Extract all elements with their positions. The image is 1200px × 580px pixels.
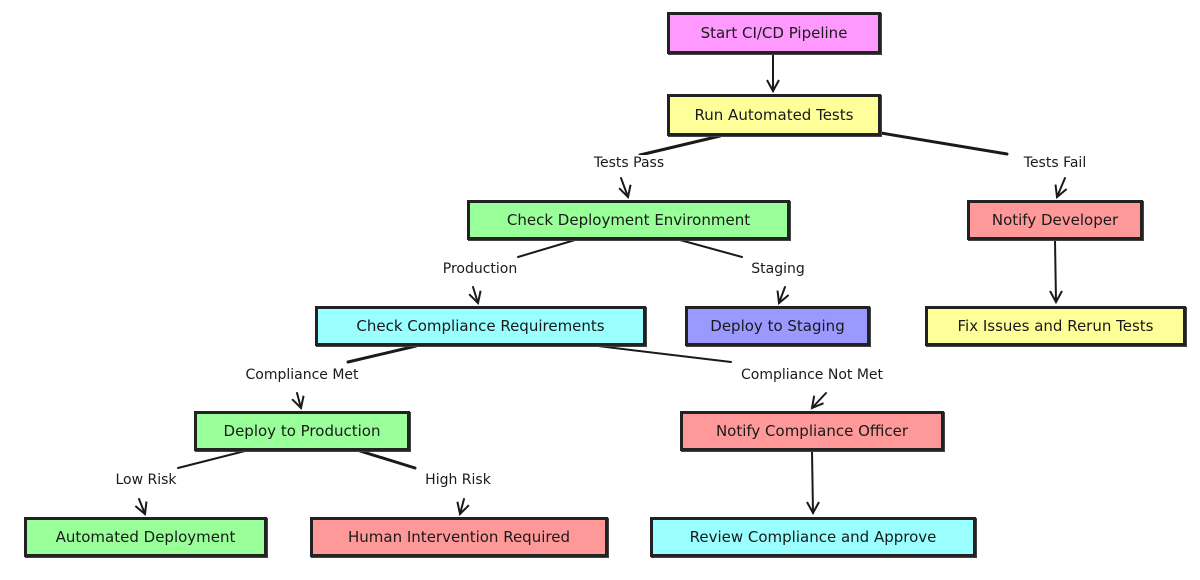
edge-label-low-risk: Low Risk: [113, 472, 179, 488]
edge-tests-fail-tail: [1056, 177, 1066, 198]
edge-high-risk-tail: [459, 498, 465, 515]
edge-compliance-not-met-line: [597, 345, 732, 363]
edge-tests-pass-tail: [620, 177, 629, 198]
edge-label-tests-fail: Tests Fail: [1021, 155, 1089, 171]
edge-label-production: Production: [440, 261, 520, 277]
arrowhead-icon: [468, 290, 482, 306]
arrowhead-icon: [806, 501, 820, 516]
node-notify-developer[interactable]: Notify Developer: [967, 200, 1143, 240]
node-human-intervention-required[interactable]: Human Intervention Required: [310, 517, 608, 557]
edge-label-staging: Staging: [749, 261, 807, 277]
arrowhead-icon: [766, 79, 780, 94]
arrowhead-icon: [134, 501, 148, 516]
edge-compliance-met-line: [346, 344, 418, 364]
edge-low-risk-line: [177, 450, 246, 469]
node-fix-issues-rerun-tests[interactable]: Fix Issues and Rerun Tests: [925, 306, 1186, 346]
node-check-compliance-requirements[interactable]: Check Compliance Requirements: [315, 306, 646, 346]
arrowhead-icon: [291, 395, 305, 411]
edge-label-compliance-met: Compliance Met: [243, 367, 361, 383]
arrowhead-icon: [776, 290, 790, 305]
arrowhead-icon: [810, 395, 824, 410]
edge-production-tail: [472, 286, 479, 304]
edge-tests-fail-line: [879, 131, 1009, 156]
node-run-automated-tests[interactable]: Run Automated Tests: [667, 94, 881, 136]
edge-notifydev-to-fix: [1054, 239, 1057, 303]
arrowhead-icon: [456, 501, 470, 517]
edge-tests-pass-line: [638, 134, 722, 157]
arrowhead-icon: [1054, 184, 1068, 199]
edge-staging-line: [679, 239, 743, 258]
edge-compliance-met-tail: [296, 392, 302, 409]
node-automated-deployment[interactable]: Automated Deployment: [24, 517, 267, 557]
edge-notifycomp-to-review: [811, 450, 814, 514]
node-review-compliance-approve[interactable]: Review Compliance and Approve: [650, 517, 976, 557]
edge-production-line: [517, 239, 576, 258]
edge-staging-tail: [778, 286, 786, 304]
node-deploy-to-staging[interactable]: Deploy to Staging: [685, 306, 870, 346]
edge-label-compliance-not-met: Compliance Not Met: [738, 367, 886, 383]
arrowhead-icon: [618, 184, 632, 200]
edge-label-high-risk: High Risk: [423, 472, 493, 488]
edge-label-tests-pass: Tests Pass: [591, 155, 667, 171]
arrowhead-icon: [1049, 290, 1063, 305]
edge-compliance-not-met-tail: [811, 392, 827, 409]
node-start-pipeline[interactable]: Start CI/CD Pipeline: [667, 12, 881, 54]
node-deploy-to-production[interactable]: Deploy to Production: [194, 411, 410, 451]
edge-low-risk-tail: [138, 498, 146, 515]
edge-high-risk-line: [358, 449, 417, 470]
node-check-deployment-environment[interactable]: Check Deployment Environment: [467, 200, 790, 240]
node-notify-compliance-officer[interactable]: Notify Compliance Officer: [680, 411, 944, 451]
